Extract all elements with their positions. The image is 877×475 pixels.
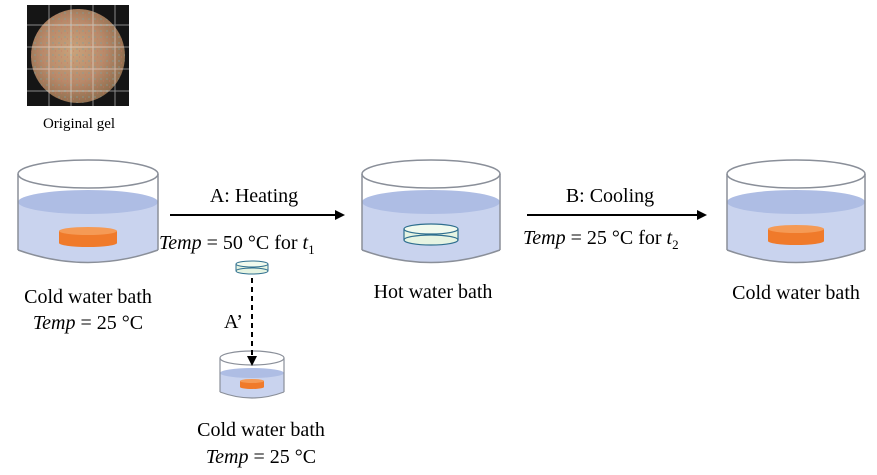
beaker-cold-small	[219, 350, 285, 399]
heating-step-label: A: Heating	[209, 185, 299, 207]
gel-disc-orange-left	[59, 227, 117, 247]
beaker-hot-center	[361, 159, 501, 264]
transfer-step-label: A’	[224, 311, 243, 333]
cooling-condition: Temp = 25 °C for t2	[523, 227, 679, 252]
cooling-step-label: B: Cooling	[565, 185, 655, 207]
gel-disc-swollen	[403, 223, 459, 246]
beaker-cold-right	[726, 159, 866, 264]
center-bath-name: Hot water bath	[373, 281, 493, 303]
heating-condition: Temp = 50 °C for t1	[159, 232, 315, 257]
gel-disc-image	[27, 5, 129, 106]
gel-disc-orange-small	[240, 379, 264, 389]
gel-disc-orange-right	[768, 225, 824, 245]
right-bath-name: Cold water bath	[732, 282, 860, 304]
beaker-cold-left	[17, 159, 159, 264]
left-bath-temp: Temp = 25 °C	[32, 312, 144, 334]
gel-disc-swollen-small	[235, 260, 269, 275]
original-gel-photo	[27, 5, 129, 106]
original-gel-caption: Original gel	[42, 116, 116, 132]
left-bath-name: Cold water bath	[24, 286, 152, 308]
small-bath-name: Cold water bath	[197, 419, 325, 441]
small-bath-temp: Temp = 25 °C	[205, 446, 317, 468]
